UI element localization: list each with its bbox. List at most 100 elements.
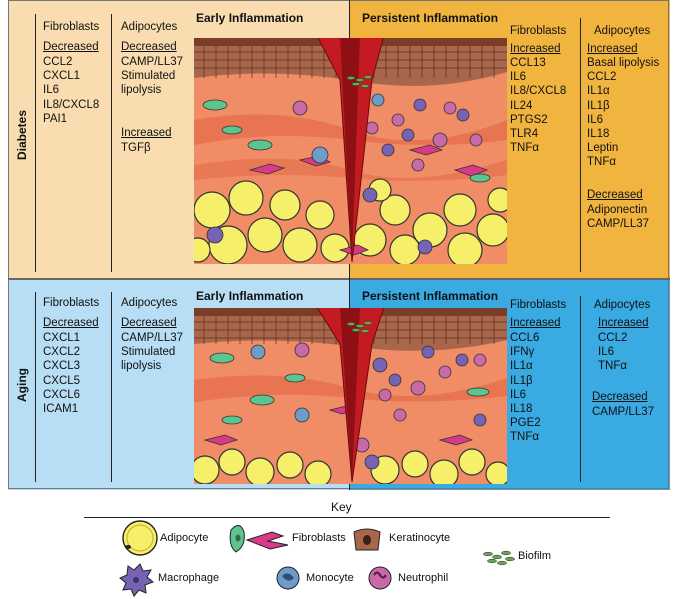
list-item: IL6 xyxy=(510,71,526,84)
key-biofilm-label: Biofilm xyxy=(518,550,552,562)
list-item: IL18 xyxy=(510,403,533,416)
list-item: Stimulated xyxy=(121,346,176,359)
list-item: CXCL1 xyxy=(43,70,81,83)
d-early-fib-decreased-list: CCL2 CXCL1 IL6 IL8/CXCL8 PAI1 xyxy=(43,55,99,126)
monocyte-cells xyxy=(250,344,310,423)
list-item: IL6 xyxy=(43,84,59,97)
a-early-adi-decreased-list: CAMP/LL37 Stimulated lipolysis xyxy=(121,331,183,374)
list-item: Stimulated xyxy=(121,70,176,83)
list-item: CCL6 xyxy=(510,332,540,344)
list-item: PTGS2 xyxy=(510,113,548,126)
aging-early-header: Early Inflammation xyxy=(196,289,304,303)
d-early-adi-increased-label: Increased xyxy=(121,127,172,139)
list-item: IL6 xyxy=(510,388,526,401)
a-early-fib-decreased-label: Decreased xyxy=(43,317,99,329)
separator xyxy=(580,18,581,272)
list-item: lipolysis xyxy=(121,360,162,373)
d-early-adi-decreased-label: Decreased xyxy=(121,41,177,53)
a-pers-fib-title: Fibroblasts xyxy=(510,299,567,311)
panel-frame xyxy=(8,0,669,489)
a-pers-adi-increased-label: Increased xyxy=(598,317,649,329)
d-early-adi-increased-list: TGFβ xyxy=(121,141,151,155)
separator xyxy=(35,14,36,272)
biofilm xyxy=(346,321,373,333)
a-early-adi-decreased-label: Decreased xyxy=(121,317,177,329)
key-monocyte-label: Monocyte xyxy=(306,572,354,584)
fibroblast-cells-green xyxy=(209,352,490,425)
d-pers-adi-title: Adipocytes xyxy=(594,25,651,37)
list-item: TNFα xyxy=(510,142,540,155)
d-pers-fib-title: Fibroblasts xyxy=(510,25,567,37)
adipocyte-cluster xyxy=(194,178,507,264)
list-item: CAMP/LL37 xyxy=(587,218,650,231)
d-pers-adi-decreased-list: Adiponectin CAMP/LL37 xyxy=(587,203,649,231)
key-adipocyte-label: Adipocyte xyxy=(160,532,209,544)
list-item: ICAM1 xyxy=(43,403,79,416)
list-item: TNFα xyxy=(510,431,540,444)
list-item: Leptin xyxy=(587,142,619,155)
list-item: PAI1 xyxy=(43,112,68,125)
d-early-fib-title: Fibroblasts xyxy=(43,21,100,33)
fibroblast-icon xyxy=(229,525,289,553)
diabetes-persistent-header: Persistent Inflammation xyxy=(362,11,499,25)
dermis-band xyxy=(194,158,507,181)
list-item: TGFβ xyxy=(121,142,151,154)
a-pers-fib-increased-label: Increased xyxy=(510,317,561,329)
list-item: CXCL6 xyxy=(43,388,81,401)
a-pers-adi-increased-list: CCL2 IL6 TNFα xyxy=(598,331,627,374)
key-keratinocyte-label: Keratinocyte xyxy=(389,532,451,544)
d-pers-fib-increased-list: CCL13 IL6 IL8/CXCL8 IL24 PTGS2 TLR4 TNFα xyxy=(510,56,566,155)
diabetes-tissue-illustration xyxy=(194,38,507,264)
list-item: IL1β xyxy=(510,374,533,387)
monocyte-icon xyxy=(276,566,300,590)
macrophage-icon xyxy=(119,563,154,597)
list-item: IFNγ xyxy=(510,346,535,359)
monocyte-cells xyxy=(311,93,385,164)
neutrophil-cells xyxy=(294,342,487,453)
a-pers-fib-increased-list: CCL6 IFNγ IL1α IL1β IL6 IL18 PGE2 TNFα xyxy=(510,331,541,445)
separator xyxy=(35,292,36,482)
list-item: TNFα xyxy=(598,360,628,373)
list-item: CAMP/LL37 xyxy=(121,56,184,68)
macrophage-cells xyxy=(364,345,487,470)
list-item: CCL2 xyxy=(598,332,628,344)
a-early-fib-title: Fibroblasts xyxy=(43,297,100,309)
separator xyxy=(111,14,112,272)
key-macrophage-label: Macrophage xyxy=(158,572,220,584)
diabetes-early-header: Early Inflammation xyxy=(196,11,304,25)
list-item: IL18 xyxy=(587,128,610,141)
list-item: PGE2 xyxy=(510,417,541,430)
dermis-band xyxy=(194,114,507,145)
d-pers-adi-increased-list: Basal lipolysis CCL2 IL1α IL1β IL6 IL18 … xyxy=(587,56,659,170)
key-icons xyxy=(119,520,515,597)
list-item: CCL2 xyxy=(587,71,617,84)
list-item: IL24 xyxy=(510,99,533,112)
d-pers-fib-increased-label: Increased xyxy=(510,43,561,55)
key-fibroblasts-label: Fibroblasts xyxy=(292,532,346,544)
key-title: Key xyxy=(331,500,352,514)
list-item: CAMP/LL37 xyxy=(121,332,184,344)
d-pers-adi-increased-label: Increased xyxy=(587,43,638,55)
list-item: lipolysis xyxy=(121,84,162,97)
fibroblast-cells-green xyxy=(202,99,491,183)
biofilm xyxy=(346,75,373,88)
separator xyxy=(111,292,112,482)
aging-persistent-header: Persistent Inflammation xyxy=(362,289,499,303)
list-item: CAMP/LL37 xyxy=(592,406,655,418)
list-item: IL1α xyxy=(587,85,610,98)
fibroblast-cells xyxy=(248,144,489,256)
biofilm-icon xyxy=(483,550,515,566)
a-pers-adi-decreased-list: CAMP/LL37 xyxy=(592,405,654,419)
list-item: IL1α xyxy=(510,360,533,373)
macrophage-cells xyxy=(206,98,470,255)
a-early-adi-title: Adipocytes xyxy=(121,297,178,309)
key-divider xyxy=(84,517,610,518)
list-item: IL6 xyxy=(598,346,614,359)
list-item: CCL2 xyxy=(43,56,73,68)
d-early-fib-decreased-label: Decreased xyxy=(43,41,99,53)
list-item: CXCL3 xyxy=(43,360,81,373)
key-neutrophil-label: Neutrophil xyxy=(398,572,449,584)
list-item: Basal lipolysis xyxy=(587,57,660,69)
neutrophil-icon xyxy=(368,566,392,590)
